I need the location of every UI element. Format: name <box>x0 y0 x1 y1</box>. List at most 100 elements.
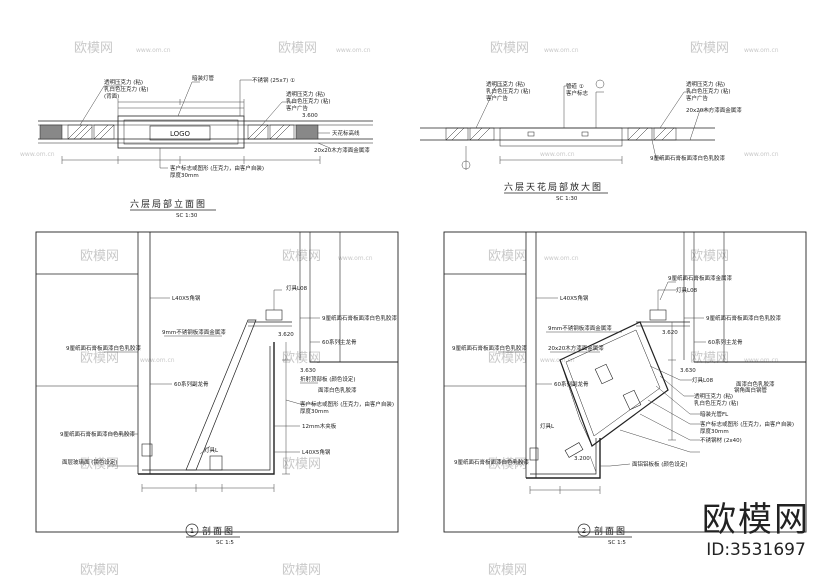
watermark-url: www.om.cn <box>544 47 579 54</box>
label-keel-l: 60系列副龙骨 <box>554 380 589 388</box>
label-lamp-mid: 灯具L08 <box>692 376 714 384</box>
watermark-logo: 欧模网 <box>74 41 113 56</box>
label-acrylic-2: 乳白色压克力 (粘) <box>104 85 149 93</box>
brand-badge: 欧模网 ID:3531697 <box>702 500 810 560</box>
watermark-logo: 欧模网 <box>488 351 527 366</box>
label-lamp: 暗装灯管 <box>192 74 215 82</box>
watermark-url: www.om.cn <box>140 357 175 364</box>
logo-text: LOGO <box>170 130 191 138</box>
label-acrylic-r1: 透明压克力 (粘) <box>686 80 725 88</box>
label-client-logo-1: 客户标志或图形 (压克力，由客户自装) <box>300 400 394 408</box>
label-elevation: 3.600 <box>302 113 318 119</box>
label-stainless-2: 不锈钢材 (2x40) <box>700 436 742 444</box>
label-tube-light: 暗装光管FL <box>700 410 729 418</box>
label-wood-tube: 20x20木方漆面金属漆 <box>314 146 370 154</box>
label-client-logo-2: 厚度30mm <box>300 407 329 415</box>
label-wood-bottom: 面铝铝板板 (颜色设定) <box>632 460 688 468</box>
label-stainless: 9mm不锈钢板漆面金属漆 <box>548 324 612 332</box>
watermark-logo: 欧模网 <box>690 249 729 264</box>
watermark-logo: 欧模网 <box>690 351 729 366</box>
label-acrylic-2: 乳白色压克力 (粘) <box>694 399 739 407</box>
section-1-title: 剖面图 <box>202 525 235 537</box>
label-paint: 面漆白色乳胶漆 <box>318 386 357 394</box>
watermark-logo: 欧模网 <box>488 457 527 472</box>
watermark-logo: 欧模网 <box>278 41 317 56</box>
label-acrylic-r2: 乳白色压克力 (粘) <box>286 97 331 105</box>
watermark-url: www.om.cn <box>20 151 55 158</box>
label-lamp-bottom: 灯具L <box>204 446 219 454</box>
watermark-logo: 欧模网 <box>282 249 321 264</box>
label-acrylic-r2: 乳白色压克力 (粘) <box>686 87 731 95</box>
watermark-logo: 欧模网 <box>80 249 119 264</box>
label-gypsum-b: 9厘纸面石膏板面漆白色乳胶漆 <box>60 430 136 438</box>
section-1-scale: SC 1:5 <box>216 540 234 546</box>
section-1-number: 1 <box>190 527 194 535</box>
label-elevation-1: 3.620 <box>278 332 294 338</box>
model-id: ID:3531697 <box>706 540 806 560</box>
label-wood-tube: 20x20木方漆面金属漆 <box>548 344 604 352</box>
label-mirror: 面层玻璃面 (镜色设定) <box>62 458 118 466</box>
section-2-scale: SC 1:5 <box>608 540 626 546</box>
label-lamp-top: 灯具L08 <box>286 284 308 292</box>
label-l-steel: L40X5角钢 <box>172 294 201 302</box>
ceiling-title: 六层天花局部放大图 <box>504 181 603 193</box>
elevation-title: 六层局部立面图 <box>130 198 207 210</box>
label-gypsum-l: 9厘纸面石膏板面漆白色乳胶漆 <box>452 344 528 352</box>
watermark-logo: 欧模网 <box>488 563 527 578</box>
section-2-detail: 9厘纸面石膏板面漆金属漆 灯具L08 L40X5角钢 9厘纸面石膏板面漆白色乳胶… <box>443 231 807 546</box>
watermark-logo: 欧模网 <box>282 457 321 472</box>
label-keel: 60系列主龙骨 <box>708 338 743 346</box>
section-1-marker <box>185 523 199 537</box>
label-acrylic-r3: 客户广告 <box>286 104 309 112</box>
label-elevation-2: 3.630 <box>680 368 696 374</box>
label-lamp-top: 灯具L08 <box>676 286 698 294</box>
label-elevation-3: 3.200 <box>574 456 590 462</box>
section-1-detail: 灯具L08 L40X5角钢 9厘纸面石膏板面漆白色乳胶漆 9mm不锈钢板漆面金属… <box>35 231 399 546</box>
watermark-logo: 欧模网 <box>282 563 321 578</box>
watermark-logo: 欧模网 <box>80 457 119 472</box>
watermark-logo: 欧模网 <box>690 41 729 56</box>
label-acrylic-1: 透明压克力 (粘) <box>486 80 525 88</box>
watermark-url: www.om.cn <box>744 47 779 54</box>
watermark-url: www.om.cn <box>744 357 779 364</box>
label-gypsum-r: 9厘纸面石膏板面漆白色乳胶漆 <box>706 314 782 322</box>
label-acrylic-r1: 透明压克力 (粘) <box>286 90 325 98</box>
label-elevation-1: 3.620 <box>662 330 678 336</box>
watermark-url: www.om.cn <box>136 47 171 54</box>
label-steel-tube: 钢角面白钢管 <box>734 386 768 394</box>
watermark-logo: 欧模网 <box>488 249 527 264</box>
watermark-url: www.om.cn <box>338 255 373 262</box>
watermark-url: www.om.cn <box>544 255 579 262</box>
label-acrylic-r3: 客户广告 <box>686 94 709 102</box>
label-keel-r: 60系列主龙骨 <box>322 338 357 346</box>
label-tube-top: 9厘纸面石膏板面漆金属漆 <box>668 274 733 282</box>
label-client-logo-1: 客户标志或图形 (压克力，由客户自装) <box>700 420 794 428</box>
elevation-scale: SC 1:30 <box>176 213 198 219</box>
label-paint: 面漆白色乳胶漆 <box>736 380 775 388</box>
watermark-url: www.om.cn <box>540 151 575 158</box>
watermark-logo: 欧模网 <box>80 351 119 366</box>
label-lamp-bottom: 灯具L <box>540 422 555 430</box>
label-acrylic-3: 客户广告 <box>486 94 509 102</box>
ceiling-scale: SC 1:30 <box>556 196 578 202</box>
label-l-steel-2: L40X5角钢 <box>302 448 331 456</box>
label-wood-tube: 20x20木方漆面金属漆 <box>686 106 742 114</box>
label-client-logo-2: 厚度30mm <box>170 171 199 179</box>
label-acrylic-1: 透明压克力 (粘) <box>694 392 733 400</box>
watermark-url: www.om.cn <box>744 151 779 158</box>
ceiling-detail: 透明压克力 (粘) 乳白色压克力 (粘) 客户广告 管道 ① 客户标志 透明压克… <box>420 79 742 202</box>
label-client-logo: 客户标志 <box>566 89 589 97</box>
label-plywood: 12mm木夹板 <box>302 422 337 430</box>
label-keel-l: 60系列副龙骨 <box>174 380 209 388</box>
label-wood-top: 折射顶部板 (颜色设定) <box>300 375 356 383</box>
label-client-logo-2: 厚度30mm <box>700 427 729 435</box>
label-stainless: 9mm不锈钢板漆面金属漆 <box>162 328 226 336</box>
label-gypsum-r: 9厘纸面石膏板面漆白色乳胶漆 <box>322 314 398 322</box>
section-2-marker <box>577 523 591 537</box>
label-tube: 管道 ① <box>566 82 584 90</box>
label-acrylic-1: 透明压克力 (粘) <box>104 78 143 86</box>
section-2-number: 2 <box>582 527 586 535</box>
section-2-title: 剖面图 <box>594 525 627 537</box>
label-gypsum-b: 9厘纸面石膏板面漆白色乳胶漆 <box>454 458 530 466</box>
